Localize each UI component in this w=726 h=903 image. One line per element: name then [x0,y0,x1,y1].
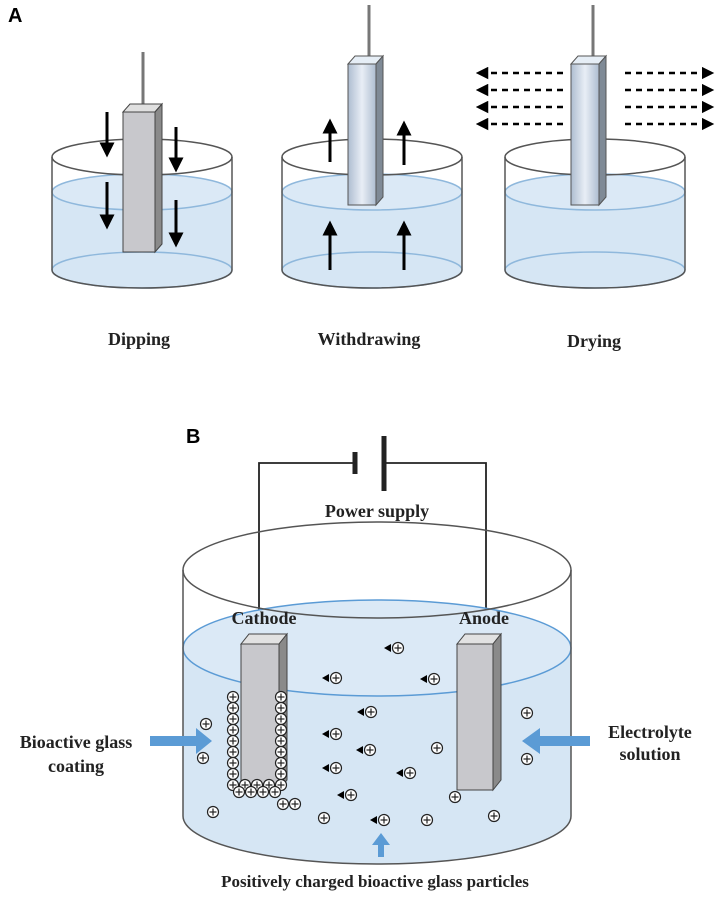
charged-particle [226,745,240,759]
charged-particle [420,813,434,827]
free-particles [196,641,534,827]
dried-substrate [570,63,600,206]
particles-pointer-arrow [372,833,390,857]
anode-electrode [455,632,503,792]
charged-particle [226,767,240,781]
charged-particle [256,785,270,799]
electrolyte-label-line2: solution [619,744,680,764]
circuit-wires [258,462,487,660]
charged-particle [232,785,246,799]
coated-substrate [347,63,377,206]
charged-particle [196,751,210,765]
battery-icon [352,436,387,491]
charged-particle [276,797,290,811]
beaker-dipping [51,52,233,289]
charged-particle [322,727,343,741]
cathode-label: Cathode [231,608,296,628]
panel-b-letter: B [186,426,200,448]
beaker-drying [475,5,715,289]
charged-particle [448,790,462,804]
charged-particle [226,723,240,737]
charged-particle [357,705,378,719]
charged-particle [370,813,391,827]
step-label-drying: Drying [567,331,621,351]
coating-label-line1: Bioactive glass [20,732,133,752]
charged-particle [396,766,417,780]
charged-particle [226,690,240,704]
drying-arrows-right [625,66,715,131]
beaker-withdrawing [281,5,463,289]
charged-particle [274,712,288,726]
charged-particle [199,717,213,731]
electrolyte-label-line1: Electrolyte [608,722,692,742]
charged-particle [337,788,358,802]
charged-particle [226,701,240,715]
electrolyte-pointer-arrow [522,728,590,754]
charged-particle [384,641,405,655]
step-label-withdrawing: Withdrawing [318,329,421,349]
coating-pointer-arrow [150,728,212,754]
panel-a-letter: A [8,5,22,27]
charged-particle [226,734,240,748]
charged-particle [226,712,240,726]
charged-particle [520,752,534,766]
charged-particle [206,805,220,819]
charged-particle [420,672,441,686]
bioactive-glass-coating [226,690,302,811]
substrate [122,111,156,253]
drying-arrows-left [475,66,563,131]
charged-particle [274,745,288,759]
charged-particle [274,690,288,704]
charged-particle [322,671,343,685]
power-supply-label: Power supply [325,501,429,521]
particles-label: Positively charged bioactive glass parti… [221,872,529,891]
charged-particle [244,785,258,799]
step-label-dipping: Dipping [108,329,170,349]
charged-particle [487,809,501,823]
charged-particle [226,756,240,770]
charged-particle [288,797,302,811]
coating-label-line2: coating [48,756,104,776]
charged-particle [268,785,282,799]
charged-particle [520,706,534,720]
charged-particle [274,723,288,737]
charged-particle [322,761,343,775]
charged-particle [430,741,444,755]
charged-particle [274,767,288,781]
charged-particle [356,743,377,757]
charged-particle [317,811,331,825]
charged-particle [274,701,288,715]
charged-particle [274,734,288,748]
anode-label: Anode [459,608,509,628]
charged-particle [274,756,288,770]
